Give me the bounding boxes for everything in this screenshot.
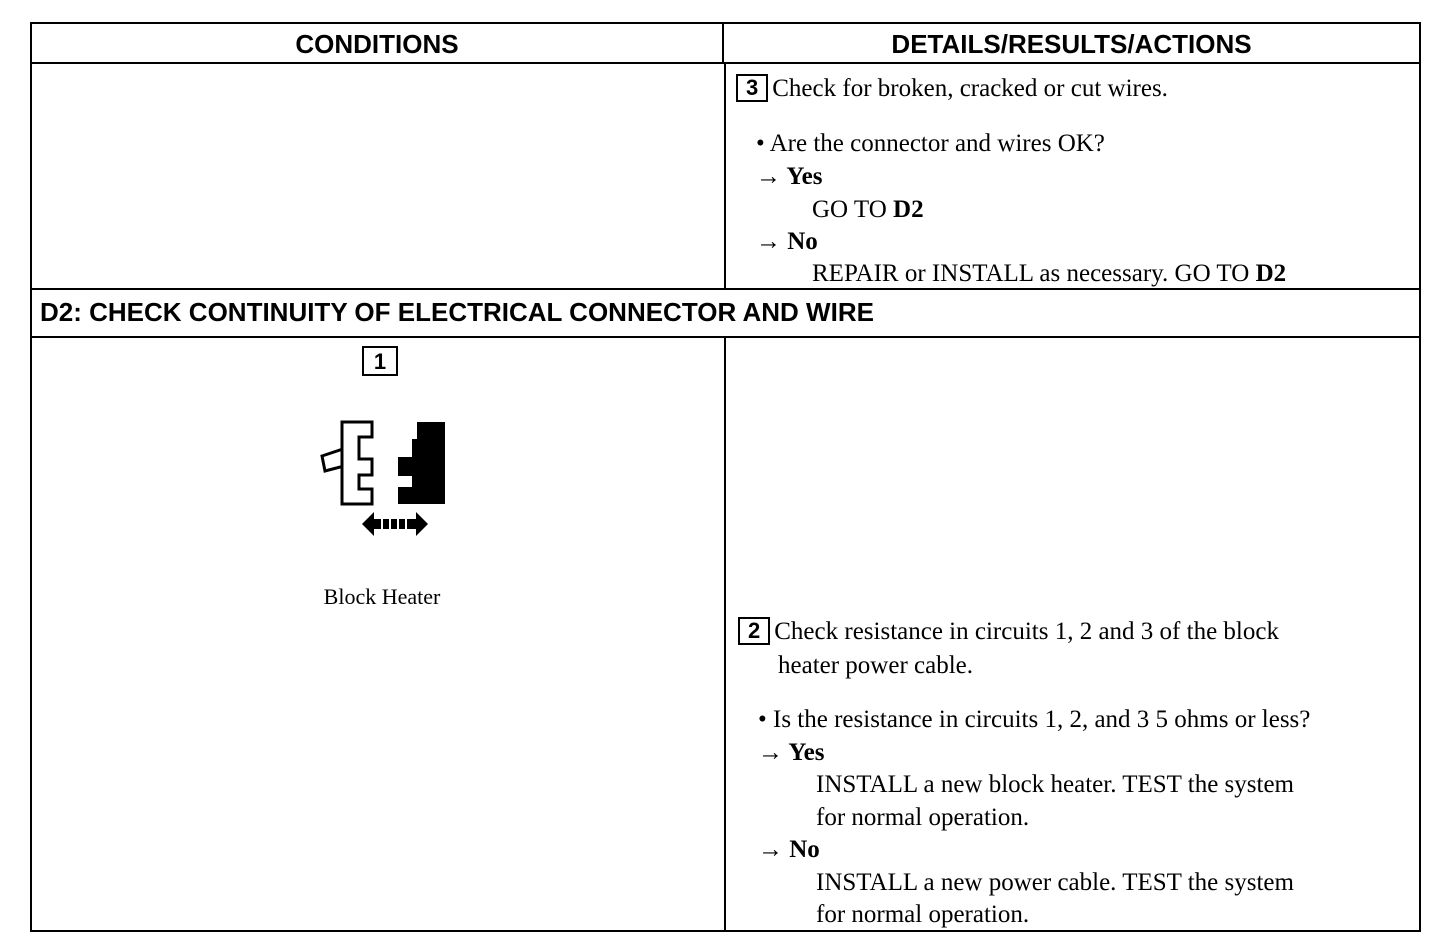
step-2-line2: heater power cable. xyxy=(778,652,974,679)
row2-yes-label: → Yes xyxy=(758,739,825,766)
step-3-number: 3 xyxy=(736,74,769,102)
row1-no-action-text: REPAIR or INSTALL as necessary. GO TO xyxy=(812,260,1256,287)
step-2-number: 2 xyxy=(738,617,771,645)
row1-question: • Are the connector and wires OK? xyxy=(756,130,1105,157)
row1-yes-target: D2 xyxy=(893,196,924,223)
row1-no-action: REPAIR or INSTALL as necessary. GO TO D2 xyxy=(812,257,1286,290)
step-2-line1: Check resistance in circuits 1, 2 and 3 … xyxy=(774,618,1279,645)
row1-yes-action: GO TO D2 xyxy=(812,193,924,226)
connector-separate-icon xyxy=(320,420,445,536)
figure-caption: Block Heater xyxy=(323,584,441,609)
row-divider-1 xyxy=(32,288,1419,290)
row1-yes-label: → Yes xyxy=(756,163,823,190)
row2-question: • Is the resistance in circuits 1, 2, an… xyxy=(758,706,1311,733)
row2-no-line2: for normal operation. xyxy=(816,901,1030,928)
row1-no-target: D2 xyxy=(1255,260,1287,287)
column-divider-row2 xyxy=(724,336,726,932)
column-divider-row1 xyxy=(724,64,726,290)
step-3-text: Check for broken, cracked or cut wires. xyxy=(772,75,1168,102)
row1-yes-action-text: GO TO xyxy=(812,196,894,223)
row2-no-line1: INSTALL a new power cable. TEST the syst… xyxy=(816,869,1294,896)
conditions-header: CONDITIONS xyxy=(32,24,724,62)
details-header: DETAILS/RESULTS/ACTIONS xyxy=(891,29,1252,59)
table-header-row: CONDITIONS DETAILS/RESULTS/ACTIONS xyxy=(32,24,1419,64)
row2-yes-line1: INSTALL a new block heater. TEST the sys… xyxy=(816,771,1294,798)
section-d2-title: D2: CHECK CONTINUITY OF ELECTRICAL CONNE… xyxy=(40,297,874,327)
row2-yes-line2: for normal operation. xyxy=(816,804,1030,831)
row1-no-label: → No xyxy=(756,228,818,255)
figure-1-number: 1 xyxy=(362,346,398,376)
row2-no-label: → No xyxy=(758,836,820,863)
